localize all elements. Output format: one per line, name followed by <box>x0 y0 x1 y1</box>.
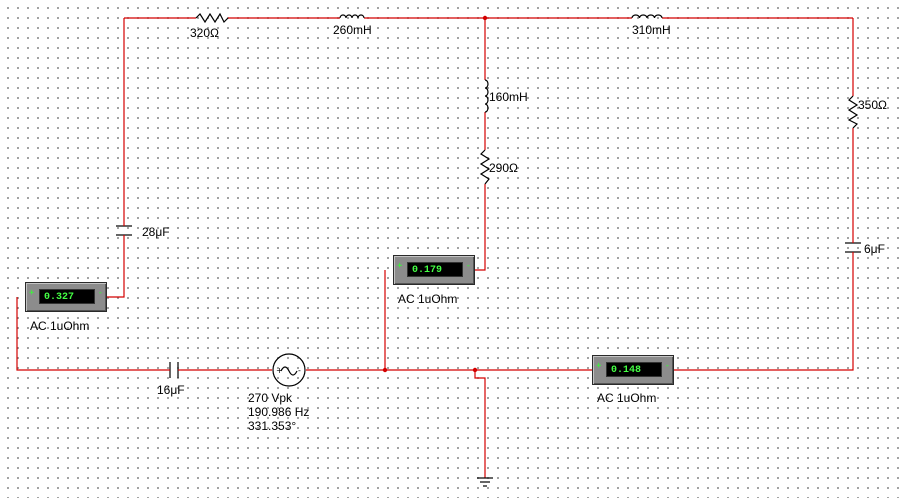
meter-plus-terminal: + <box>596 361 602 371</box>
source-phase: 331.353° <box>248 419 297 433</box>
label-r320: 320Ω <box>190 26 219 40</box>
resistor-290-symbol[interactable] <box>479 149 491 185</box>
source-label: 270 Vpk 190.986 Hz 331.353° <box>248 391 309 433</box>
label-r350: 350Ω <box>858 98 887 112</box>
resistor-350-symbol[interactable] <box>847 95 859 129</box>
capacitor-28-symbol[interactable] <box>116 223 132 238</box>
meter-display: 0.179 <box>407 262 463 277</box>
wires <box>16 17 854 478</box>
label-l260: 260mH <box>333 23 372 37</box>
capacitor-6-symbol[interactable] <box>845 240 861 256</box>
ground-icon <box>477 477 493 487</box>
meter-plus-terminal: + <box>397 261 403 271</box>
meter-3-label: AC 1uOhm <box>597 391 657 405</box>
multimeter-2[interactable]: + 0.179 - <box>393 255 475 285</box>
meter-2-label: AC 1uOhm <box>398 292 458 306</box>
meter-1-label: AC 1uOhm <box>30 319 90 333</box>
label-l160: 160mH <box>489 90 528 104</box>
meter-display: 0.148 <box>606 362 662 377</box>
inductor-260-symbol[interactable] <box>339 14 365 19</box>
meter-minus-terminal: - <box>465 261 471 271</box>
svg-text:+: + <box>276 366 283 375</box>
svg-text:-: - <box>298 366 301 375</box>
multimeter-3[interactable]: + 0.148 - <box>592 355 674 385</box>
resistor-320-symbol[interactable] <box>195 12 229 24</box>
label-l310: 310mH <box>632 23 671 37</box>
meter-display: 0.327 <box>39 289 95 304</box>
meter-minus-terminal: - <box>97 288 103 298</box>
inductor-160-symbol[interactable] <box>484 79 489 113</box>
junctions <box>382 15 488 373</box>
junction-top <box>482 15 488 21</box>
ac-source-symbol[interactable]: + - <box>272 353 306 387</box>
label-r290: 290Ω <box>489 161 518 175</box>
meter-minus-terminal: - <box>664 361 670 371</box>
inductor-310-symbol[interactable] <box>631 14 663 19</box>
capacitor-16-symbol[interactable] <box>167 362 181 378</box>
label-c16: 16μF <box>157 383 185 397</box>
source-amplitude: 270 Vpk <box>248 391 293 405</box>
junction-bottom-left <box>382 367 388 373</box>
meter-plus-terminal: + <box>29 288 35 298</box>
source-frequency: 190.986 Hz <box>248 405 310 419</box>
junction-ground <box>472 367 478 373</box>
label-c28: 28μF <box>142 225 170 239</box>
multimeter-1[interactable]: + 0.327 - <box>25 282 107 312</box>
label-c6: 6μF <box>864 242 885 256</box>
